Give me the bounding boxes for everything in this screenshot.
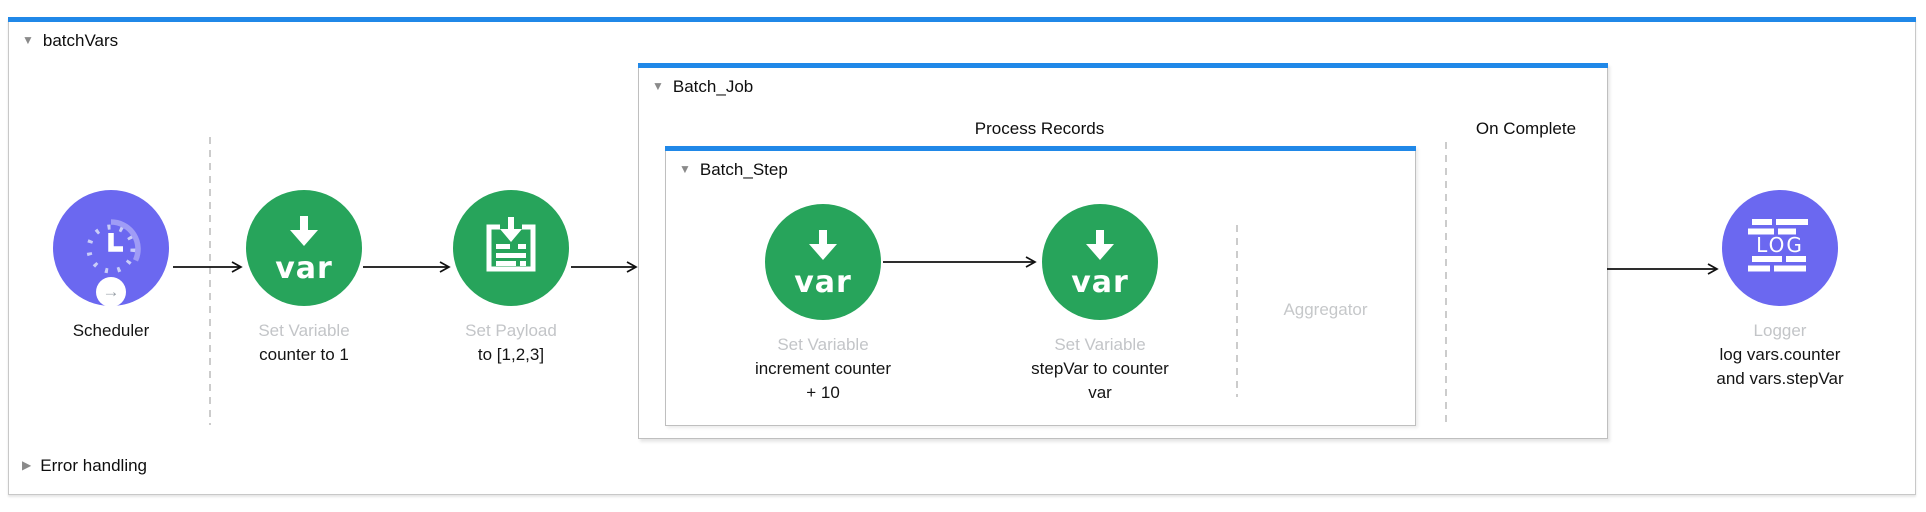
connector-arrow[interactable] xyxy=(1607,261,1719,277)
error-handling-collapse-icon[interactable]: ▶ xyxy=(22,458,32,472)
on-complete-label: On Complete xyxy=(1475,119,1577,138)
connector-arrow[interactable] xyxy=(571,259,638,275)
var-icon: var xyxy=(1071,230,1129,300)
error-handling-section[interactable]: ▶ Error handling xyxy=(22,454,147,478)
var-icon: var xyxy=(275,216,333,286)
component-name-label: and vars.stepVar xyxy=(1716,369,1844,388)
set-variable-stepvar-component[interactable]: var Set Variable stepVar to counter var xyxy=(1005,204,1195,405)
scheduler-component[interactable]: → Scheduler xyxy=(16,190,206,343)
connector-arrow[interactable] xyxy=(173,259,243,275)
flow-direction-badge: → xyxy=(96,277,126,307)
scheduler-label: Scheduler xyxy=(72,321,150,340)
on-complete-separator xyxy=(1445,142,1447,424)
set-variable-counter-node[interactable]: var xyxy=(246,190,362,306)
log-icon-text: LOG xyxy=(1756,233,1804,257)
aggregator-label: Aggregator xyxy=(1283,300,1368,319)
scheduler-node[interactable]: → xyxy=(53,190,169,307)
component-name-label: increment counter xyxy=(754,359,892,378)
logger-component[interactable]: LOG Logger log vars.counter and vars.ste… xyxy=(1685,190,1875,391)
set-variable-stepvar-node[interactable]: var xyxy=(1042,204,1158,320)
var-icon-text: var xyxy=(1071,265,1129,300)
var-icon-text: var xyxy=(794,265,852,300)
set-variable-counter-component[interactable]: var Set Variable counter to 1 xyxy=(209,190,399,367)
var-icon-text: var xyxy=(275,251,333,286)
batch-step-scope[interactable]: ▼ Batch_Step var Set Variable increment … xyxy=(665,146,1416,426)
component-type-label: Set Variable xyxy=(1054,335,1146,354)
component-name-label: var xyxy=(1088,383,1112,402)
flow-selection-bar xyxy=(8,17,1916,22)
clock-icon xyxy=(86,219,141,274)
aggregator-separator xyxy=(1236,225,1238,397)
set-variable-increment-node[interactable]: var xyxy=(765,204,881,320)
var-icon: var xyxy=(794,230,852,300)
component-type-label: Set Payload xyxy=(465,321,557,340)
flow-canvas[interactable]: ▼ batchVars → Scheduler var xyxy=(8,17,1916,495)
batch-job-scope[interactable]: ▼ Batch_Job Process Records On Complete … xyxy=(638,63,1608,439)
set-payload-node[interactable] xyxy=(453,190,569,306)
error-handling-label: Error handling xyxy=(40,456,148,475)
component-type-label: Set Variable xyxy=(777,335,869,354)
source-separator xyxy=(209,137,211,425)
set-variable-increment-component[interactable]: var Set Variable increment counter + 10 xyxy=(728,204,918,405)
payload-icon xyxy=(486,217,536,272)
batch-step-title: Batch_Step xyxy=(699,160,788,179)
logger-node[interactable]: LOG xyxy=(1722,190,1838,306)
component-type-label: Set Variable xyxy=(258,321,350,340)
flow-collapse-icon[interactable]: ▼ xyxy=(22,33,34,47)
connector-arrow[interactable] xyxy=(883,254,1037,270)
batch-job-title: Batch_Job xyxy=(672,77,754,96)
set-payload-component[interactable]: Set Payload to [1,2,3] xyxy=(416,190,606,367)
connector-arrow[interactable] xyxy=(363,259,451,275)
component-name-label: + 10 xyxy=(806,383,840,402)
component-name-label: stepVar to counter xyxy=(1031,359,1169,378)
component-type-label: Logger xyxy=(1753,321,1807,340)
batch-step-selection-bar xyxy=(665,146,1416,151)
right-arrow-icon: → xyxy=(102,282,120,301)
component-name-label: log vars.counter xyxy=(1719,345,1841,364)
batch-job-collapse-icon[interactable]: ▼ xyxy=(652,79,664,93)
batch-step-collapse-icon[interactable]: ▼ xyxy=(679,162,691,176)
process-records-label: Process Records xyxy=(974,119,1105,138)
component-name-label: to [1,2,3] xyxy=(477,345,545,364)
log-icon: LOG xyxy=(1748,219,1808,272)
batch-job-selection-bar xyxy=(638,63,1608,68)
component-name-label: counter to 1 xyxy=(259,345,349,364)
flow-title: batchVars xyxy=(42,31,119,50)
